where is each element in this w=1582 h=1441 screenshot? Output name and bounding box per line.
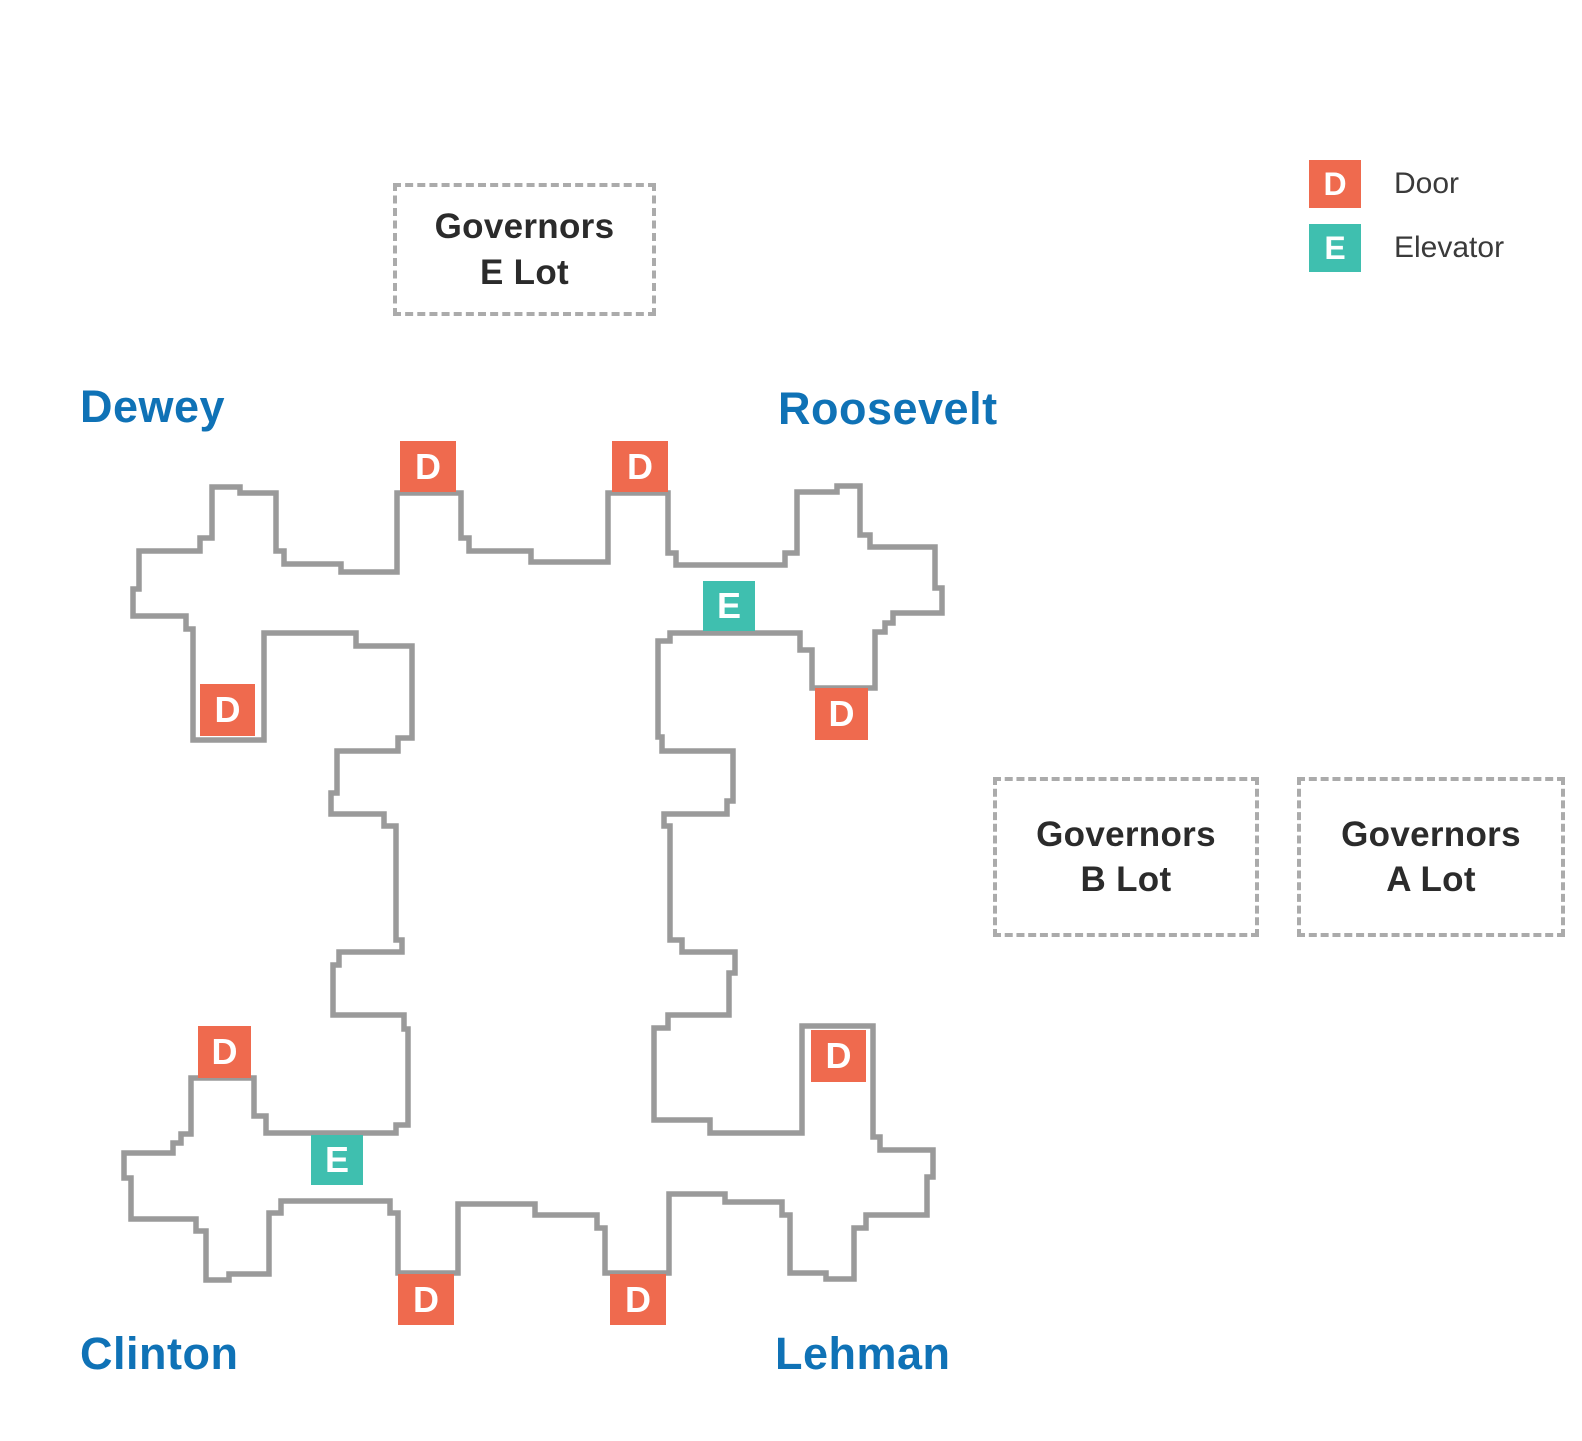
legend-label-door: Door xyxy=(1394,167,1460,200)
door-roosevelt-south-marker: D xyxy=(815,688,868,740)
parking-lot-governors-e-lot: Governors E Lot xyxy=(393,183,656,316)
lot-name-line2: A Lot xyxy=(1386,860,1476,899)
lot-name-line2: B Lot xyxy=(1080,860,1172,899)
parking-lot-governors-a-lot: Governors A Lot xyxy=(1297,777,1565,937)
lot-name-line1: Governors xyxy=(1036,814,1216,854)
door-legend-icon: D xyxy=(1309,160,1361,208)
lot-name-line1: Governors xyxy=(434,207,615,246)
building-label-lehman: Lehman xyxy=(775,1328,951,1379)
elevator-legend-icon: E xyxy=(1309,224,1361,272)
door-dewey-south-marker: D xyxy=(200,684,255,736)
door-clinton-south-marker: D xyxy=(398,1274,454,1325)
parking-lot-governors-b-lot: Governors B Lot xyxy=(993,777,1259,937)
building-outline-path xyxy=(121,483,945,1283)
legend: D Door E Elevator xyxy=(1309,160,1504,272)
door-lehman-north-marker: D xyxy=(811,1030,866,1082)
legend-row-door: D Door xyxy=(1309,160,1504,208)
building-label-dewey: Dewey xyxy=(80,381,226,432)
building-label-clinton: Clinton xyxy=(80,1328,239,1379)
lot-name-line1: Governors xyxy=(1341,814,1521,854)
legend-row-elevator: E Elevator xyxy=(1309,224,1504,272)
lot-name-line2: E Lot xyxy=(480,252,569,292)
legend-label-elevator: Elevator xyxy=(1394,231,1505,264)
elevator-roosevelt-marker: E xyxy=(703,581,755,631)
door-roosevelt-roof-marker: D xyxy=(612,441,668,492)
door-lehman-south-marker: D xyxy=(610,1274,666,1325)
elevator-clinton-marker: E xyxy=(311,1135,363,1185)
building-label-roosevelt: Roosevelt xyxy=(778,383,998,434)
door-dewey-roof-marker: D xyxy=(400,441,456,492)
door-clinton-north-marker: D xyxy=(198,1026,251,1078)
